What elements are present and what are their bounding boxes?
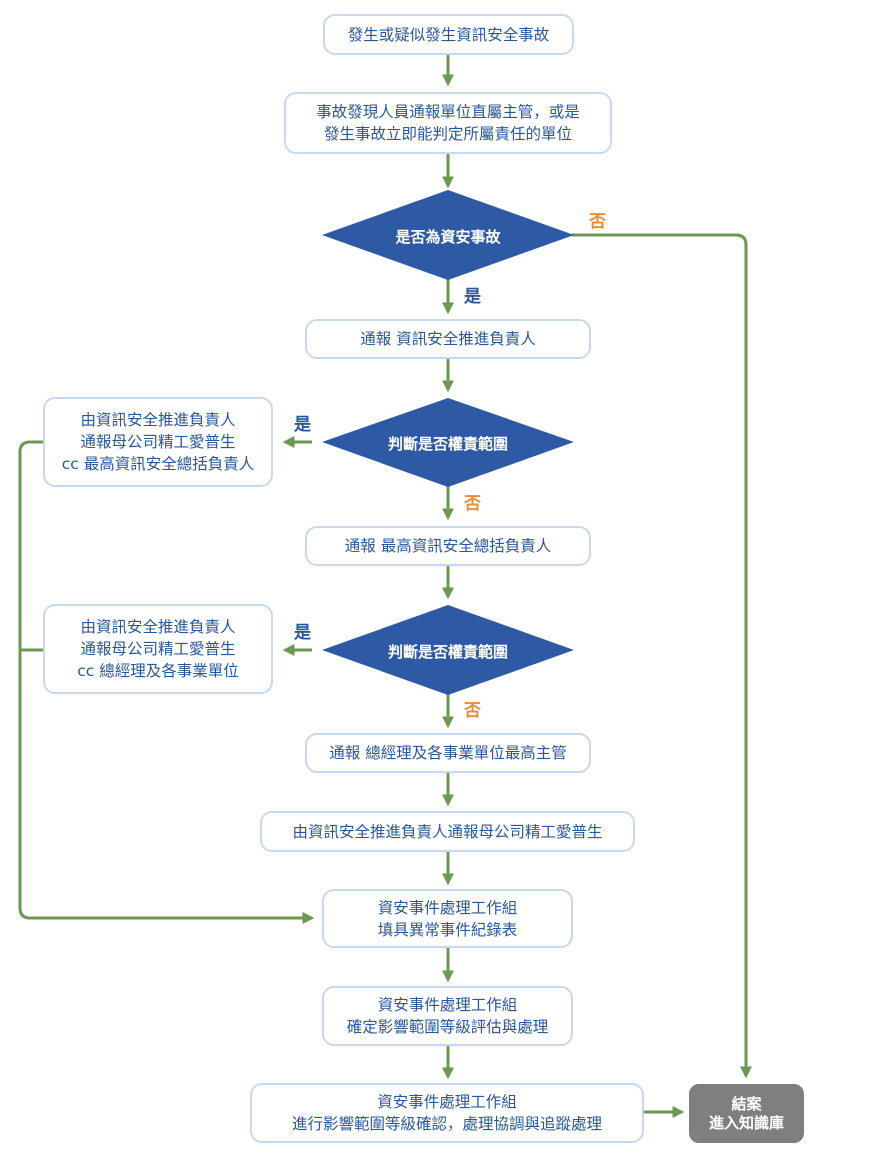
- yes-label-incident: 是: [464, 287, 481, 307]
- no-label-scope-2: 否: [464, 701, 481, 721]
- decision-incident-label: 是否為資安事故: [395, 228, 501, 246]
- start-text: 發生或疑似發生資訊安全事故: [347, 25, 550, 44]
- end-line-1: 結案: [731, 1094, 762, 1113]
- yes-label-scope-2: 是: [294, 623, 311, 643]
- decision-diamond-incident: [322, 190, 574, 280]
- notify-chief-text: 通報 最高資訊安全總括負責人: [344, 537, 552, 555]
- side-box-2: 由資訊安全推進負責人 通報母公司精工愛普生 cc 總經理及各事業單位: [43, 604, 273, 694]
- notify-gm-box: 通報 總經理及各事業單位最高主管: [305, 733, 591, 773]
- team-confirm-box: 資安事件處理工作組 進行影響範圍等級確認，處理協調與追蹤處理: [250, 1083, 644, 1143]
- team-record-line-1: 資安事件處理工作組: [377, 898, 518, 917]
- arrow-side-to-record: [18, 440, 315, 924]
- side-box-2-line-1: 由資訊安全推進負責人: [80, 618, 236, 636]
- no-label-incident: 否: [589, 212, 606, 232]
- side-box-2-line-3: cc 總經理及各事業單位: [77, 662, 239, 680]
- decision-scope-1-label: 判斷是否權責範圍: [387, 435, 508, 453]
- notify-parent-box: 由資訊安全推進負責人通報母公司精工愛普生: [260, 811, 635, 852]
- notify-chief-box: 通報 最高資訊安全總括負責人: [305, 526, 591, 566]
- notify-promoter-text: 通報 資訊安全推進負責人: [360, 330, 536, 348]
- yes-label-scope-1: 是: [294, 415, 311, 435]
- team-record-box: 資安事件處理工作組 填具異常事件紀錄表: [322, 889, 573, 948]
- decision-diamond-scope-2: [322, 605, 574, 695]
- decision-scope-2-label: 判斷是否權責範圍: [387, 643, 508, 661]
- side-box-1-line-3: cc 最高資訊安全總括負責人: [61, 455, 255, 473]
- report-supervisor-box: 事故發現人員通報單位直屬主管，或是 發生事故立即能判定所屬責任的單位: [284, 92, 612, 154]
- team-assess-line-2: 確定影響範圍等級評估與處理: [346, 1018, 549, 1036]
- team-confirm-line-2: 進行影響範圍等級確認，處理協調與追蹤處理: [291, 1115, 602, 1133]
- side-box-2-line-2: 通報母公司精工愛普生: [80, 640, 236, 658]
- team-assess-line-1: 資安事件處理工作組: [377, 996, 518, 1014]
- end-box: 結案 進入知識庫: [689, 1084, 804, 1143]
- team-confirm-line-1: 資安事件處理工作組: [377, 1093, 517, 1111]
- no-label-scope-1: 否: [464, 494, 481, 514]
- team-record-line-2: 填具異常事件紀錄表: [377, 920, 518, 939]
- start-box: 發生或疑似發生資訊安全事故: [323, 14, 574, 55]
- end-line-2: 進入知識庫: [708, 1113, 784, 1132]
- side-box-1: 由資訊安全推進負責人 通報母公司精工愛普生 cc 最高資訊安全總括負責人: [43, 397, 273, 487]
- side-box-1-line-2: 通報母公司精工愛普生: [80, 433, 236, 451]
- notify-gm-text: 通報 總經理及各事業單位最高主管: [329, 744, 567, 762]
- arrow-decision-no: [572, 233, 752, 1079]
- decision-diamond-scope-1: [322, 398, 574, 487]
- side-box-1-line-1: 由資訊安全推進負責人: [80, 411, 236, 429]
- notify-parent-text: 由資訊安全推進負責人通報母公司精工愛普生: [292, 822, 603, 841]
- notify-promoter-box: 通報 資訊安全推進負責人: [305, 319, 591, 359]
- report-supervisor-line-1: 事故發現人員通報單位直屬主管，或是: [316, 103, 580, 121]
- report-supervisor-line-2: 發生事故立即能判定所屬責任的單位: [323, 125, 572, 143]
- team-assess-box: 資安事件處理工作組 確定影響範圍等級評估與處理: [322, 986, 573, 1046]
